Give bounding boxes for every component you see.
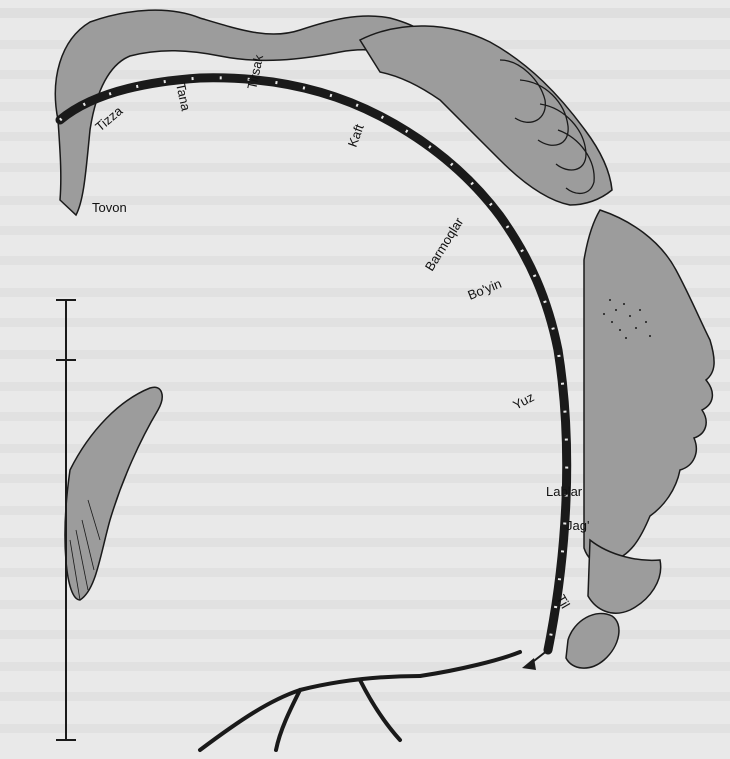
tongue-shape xyxy=(566,613,619,668)
label-torso: Tovon xyxy=(92,200,127,215)
label-jaw: Jag' xyxy=(566,518,589,533)
label-lips: Lablar xyxy=(546,484,583,499)
hand-fingers-shape xyxy=(360,26,612,205)
label-face: Yuz xyxy=(510,389,536,412)
label-neck: Bo'yin xyxy=(466,276,504,303)
label-hand: Kaft xyxy=(345,122,367,149)
